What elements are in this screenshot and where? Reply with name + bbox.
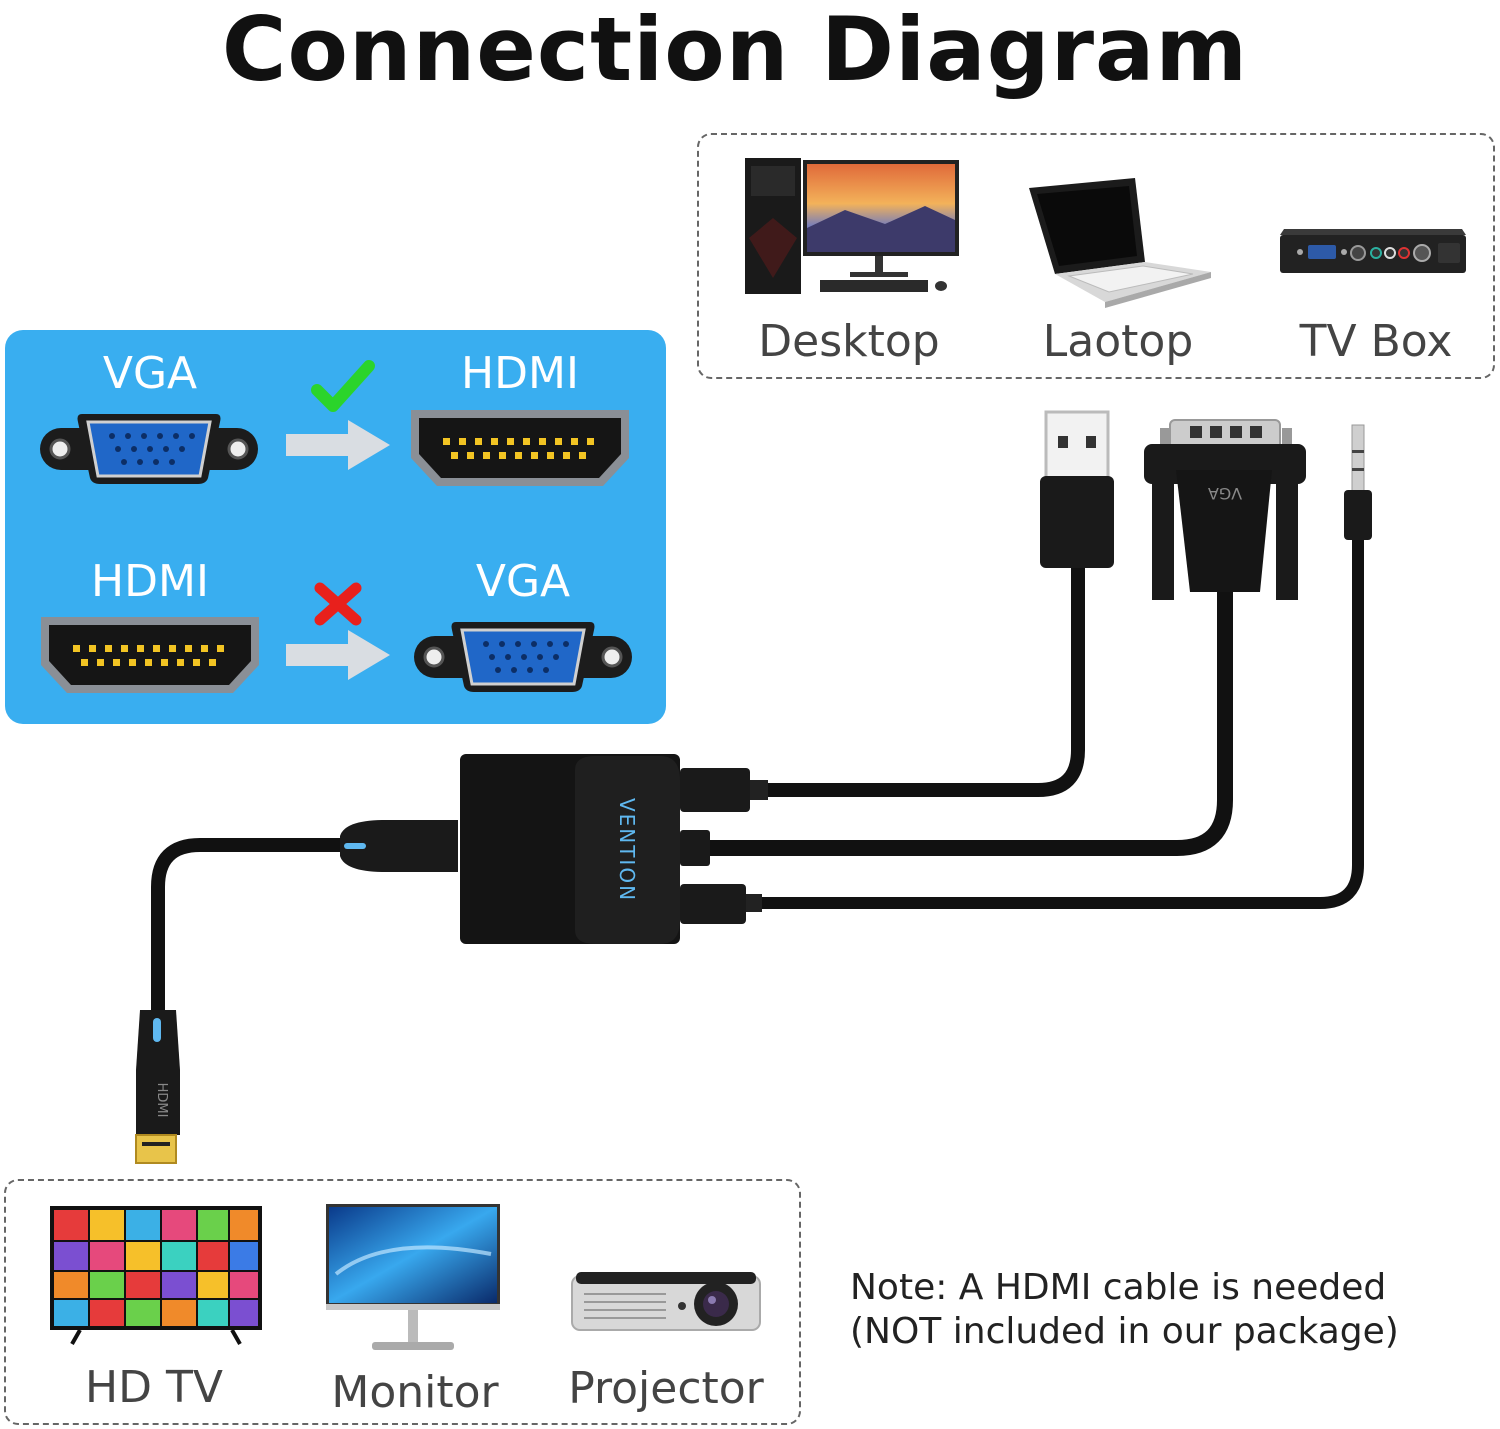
output-devices-box [4, 1179, 801, 1425]
hdmi-port-icon [411, 410, 629, 486]
hdmi-port-icon [41, 617, 259, 693]
compat-row1-from-label: VGA [102, 348, 198, 399]
compat-row2-to-label: VGA [475, 556, 571, 607]
audio-jack-plug [1344, 424, 1372, 540]
cross-icon [314, 582, 362, 626]
hdmi-out-cable [151, 838, 352, 1027]
laptop-icon [1029, 178, 1211, 308]
output-label-monitor: Monitor [331, 1367, 499, 1418]
compat-row2-from-label: HDMI [91, 556, 209, 607]
source-label-tv-box: TV Box [1299, 316, 1453, 367]
check-icon [311, 360, 375, 412]
tv-box-icon [1280, 229, 1466, 273]
source-devices-box [697, 133, 1495, 379]
hdmi-out-plug: HDMI [135, 1010, 180, 1164]
note-text: Note: A HDMI cable is needed (NOT includ… [850, 1266, 1490, 1354]
hd-tv-icon [50, 1206, 262, 1345]
vga-plug: VGA [1144, 419, 1306, 600]
adapter-body: VENTION [340, 754, 768, 944]
compat-row1-to-label: HDMI [461, 348, 579, 399]
page-title: Connection Diagram [221, 0, 1249, 101]
source-label-laptop: Laotop [1042, 316, 1194, 367]
output-label-projector: Projector [568, 1363, 764, 1414]
note-line-2: (NOT included in our package) [850, 1311, 1399, 1352]
vga-plug-text: VGA [1208, 484, 1242, 503]
output-label-hd-tv: HD TV [85, 1362, 223, 1413]
vga-port-icon [414, 622, 632, 692]
projector-icon [571, 1272, 761, 1331]
desktop-icon [745, 158, 959, 294]
usb-cable [753, 553, 1085, 797]
monitor-icon [326, 1204, 500, 1350]
audio-cable [734, 524, 1364, 909]
arrow-right-icon [286, 630, 390, 680]
usb-plug [1040, 410, 1114, 568]
hdmi-plug-text: HDMI [154, 1083, 169, 1118]
adapter-brand-text: VENTION [615, 798, 639, 902]
arrow-right-icon [286, 420, 390, 470]
vga-cable [692, 582, 1233, 856]
vga-port-icon [40, 414, 258, 484]
source-label-desktop: Desktop [758, 316, 940, 367]
note-line-1: Note: A HDMI cable is needed [850, 1267, 1387, 1308]
